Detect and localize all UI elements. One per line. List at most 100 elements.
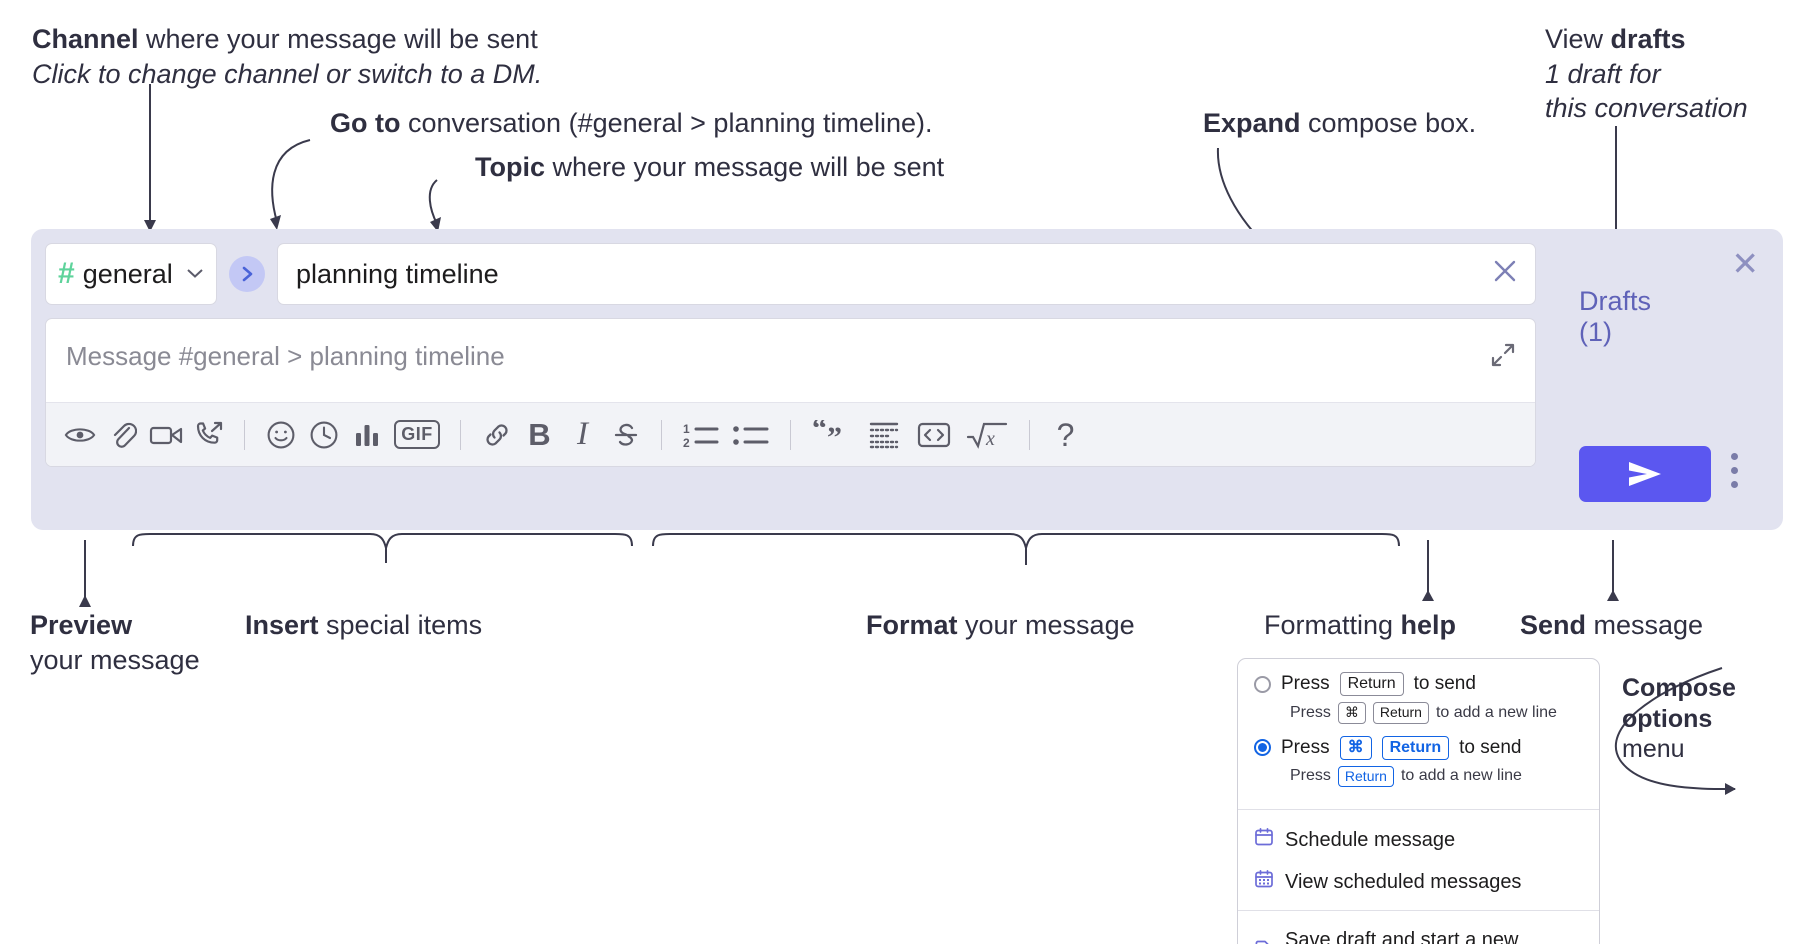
annotation-compose-options: Compose options menu — [1622, 673, 1812, 765]
message-compose-box: Message #general > planning timeline — [45, 318, 1536, 467]
italic-label: I — [577, 416, 588, 452]
menu-item-label: View scheduled messages — [1285, 870, 1522, 893]
annotation-expand-bold: Expand — [1203, 108, 1301, 138]
blockquote-icon[interactable]: “ ” — [805, 413, 859, 456]
menu-item-schedule-message[interactable]: Schedule message — [1238, 815, 1599, 861]
kebab-dot — [1731, 453, 1738, 460]
toolbar-divider — [661, 419, 662, 450]
annotation-topic-rest: where your message will be sent — [545, 152, 945, 182]
annotation-help-bold: help — [1400, 610, 1457, 640]
calendar-icon — [1254, 827, 1274, 853]
annotation-goto: Go to conversation (#general > planning … — [330, 106, 1030, 141]
opt2-tail: to send — [1459, 736, 1522, 758]
annotation-help-plain: Formatting — [1264, 610, 1401, 640]
annotation-send-bold: Send — [1520, 610, 1587, 640]
menu-divider — [1238, 809, 1599, 810]
hash-icon: # — [58, 257, 75, 290]
opt1-sub-tail: to add a new line — [1435, 703, 1557, 721]
formatting-toolbar: GIF B I — [46, 402, 1535, 466]
huddle-icon[interactable] — [187, 413, 230, 456]
math-icon[interactable]: x — [959, 413, 1015, 456]
toolbar-divider — [790, 419, 791, 450]
message-input[interactable]: Message #general > planning timeline — [46, 319, 1535, 402]
chevron-down-icon — [186, 264, 204, 284]
menu-item-view-scheduled-messages[interactable]: View scheduled messages — [1238, 861, 1599, 903]
opt2-key-return: Return — [1381, 735, 1450, 760]
annotation-insert: Insert special items — [245, 608, 665, 643]
annotation-preview-bold: Preview — [30, 610, 133, 640]
send-shortcut-options: Press Return to send Press ⌘ Return to a… — [1238, 659, 1599, 809]
ordered-list-icon[interactable]: 1 2 — [676, 413, 726, 456]
annotation-channel-rest: where your message will be sent — [138, 24, 538, 54]
annotation-compose-options-rest: menu — [1622, 735, 1685, 763]
compose-header-row: # general planning timeline — [45, 243, 1536, 305]
schedule-group: Schedule message View scheduled messages — [1238, 810, 1599, 910]
toolbar-divider — [1029, 419, 1030, 450]
kebab-dot — [1731, 481, 1738, 488]
draft-group: Save draft and start a new message — [1238, 911, 1599, 944]
annotation-send-rest: message — [1586, 610, 1704, 640]
clear-topic-icon[interactable] — [1491, 257, 1519, 291]
svg-text:x: x — [985, 428, 995, 450]
svg-text:2: 2 — [683, 436, 690, 449]
annotation-drafts: View drafts 1 draft for this conversatio… — [1545, 22, 1805, 126]
help-icon[interactable]: ? — [1044, 413, 1087, 456]
send-option-cmd-return[interactable]: Press ⌘ Return to send — [1254, 735, 1583, 760]
menu-divider — [1238, 910, 1599, 911]
annotation-topic-bold: Topic — [475, 152, 545, 182]
annotation-insert-rest: special items — [318, 610, 483, 640]
radio-return[interactable] — [1254, 675, 1271, 693]
svg-text:”: ” — [827, 421, 842, 450]
opt2-sub-press: Press — [1290, 767, 1331, 785]
strikethrough-icon[interactable] — [604, 413, 647, 456]
send-option-return[interactable]: Press Return to send — [1254, 672, 1583, 696]
send-button[interactable] — [1579, 446, 1711, 502]
poll-icon[interactable] — [345, 413, 388, 456]
close-icon[interactable]: ✕ — [1731, 245, 1759, 282]
annotation-channel: Channel where your message will be sent … — [32, 22, 652, 91]
opt2-press: Press — [1281, 736, 1330, 758]
expand-icon[interactable] — [1489, 341, 1517, 374]
bulleted-list-icon[interactable] — [726, 413, 776, 456]
gif-icon[interactable]: GIF — [388, 413, 446, 456]
opt1-tail: to send — [1413, 673, 1476, 694]
code-icon[interactable] — [909, 413, 959, 456]
toolbar-divider — [460, 419, 461, 450]
attach-icon[interactable] — [101, 413, 144, 456]
compose-options-menu: Press Return to send Press ⌘ Return to a… — [1237, 658, 1600, 944]
channel-selector[interactable]: # general — [45, 243, 217, 305]
opt2-sub-key-return: Return — [1337, 765, 1394, 787]
annotation-insert-bold: Insert — [245, 610, 319, 640]
annotation-expand: Expand compose box. — [1203, 106, 1623, 141]
clock-icon[interactable] — [302, 413, 345, 456]
annotation-help: Formatting help — [1264, 608, 1584, 643]
save-draft-icon — [1254, 939, 1274, 944]
annotation-channel-bold: Channel — [32, 24, 139, 54]
annotation-preview-rest: your message — [30, 644, 200, 675]
compose-options-button[interactable] — [1731, 453, 1738, 488]
annotation-send: Send message — [1520, 608, 1814, 643]
gif-label: GIF — [394, 420, 440, 449]
preview-icon[interactable] — [58, 413, 101, 456]
annotation-format: Format your message — [866, 608, 1286, 643]
bold-icon[interactable]: B — [518, 413, 561, 456]
link-icon[interactable] — [475, 413, 518, 456]
radio-cmd-return[interactable] — [1254, 739, 1271, 756]
send-option-return-sub: Press ⌘ Return to add a new line — [1290, 702, 1583, 724]
drafts-link[interactable]: Drafts (1) — [1579, 286, 1652, 347]
video-icon[interactable] — [144, 413, 187, 456]
code-block-icon[interactable] — [859, 413, 909, 456]
opt1-press: Press — [1281, 673, 1330, 694]
annotation-drafts-italic1: 1 draft for — [1545, 58, 1661, 89]
menu-item-save-draft[interactable]: Save draft and start a new message — [1238, 917, 1599, 944]
svg-text:“: “ — [812, 420, 827, 445]
emoji-icon[interactable] — [259, 413, 302, 456]
goto-conversation-button[interactable] — [229, 256, 265, 292]
topic-input[interactable]: planning timeline — [277, 243, 1536, 305]
annotation-format-rest: your message — [957, 610, 1135, 640]
italic-icon[interactable]: I — [561, 413, 604, 456]
annotation-compose-options-bold2: options — [1622, 704, 1713, 733]
compose-panel: ✕ # general — [31, 229, 1783, 530]
opt1-sub-key-return: Return — [1372, 702, 1429, 724]
opt2-sub-tail: to add a new line — [1400, 767, 1522, 785]
